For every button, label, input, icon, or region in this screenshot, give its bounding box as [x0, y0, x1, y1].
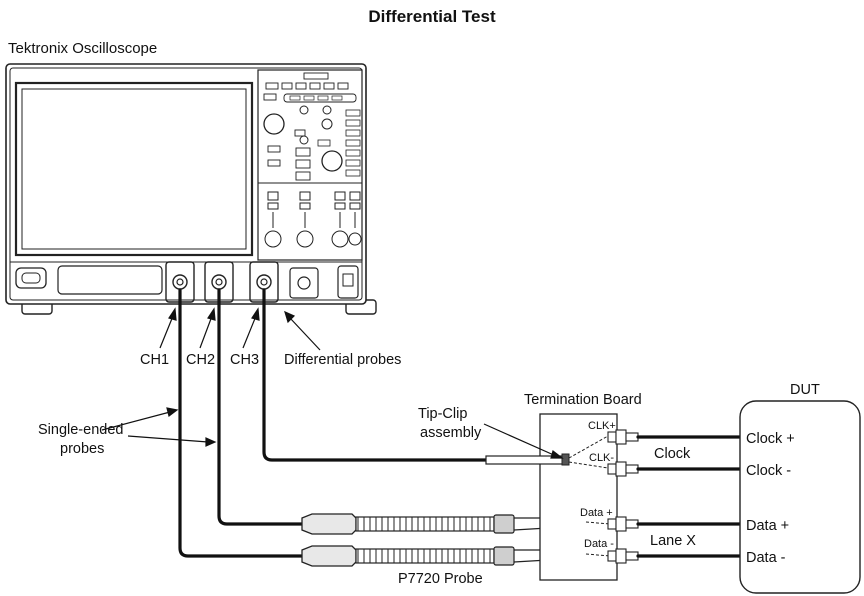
dut-box	[739, 400, 861, 594]
instrument-label: Tektronix Oscilloscope	[8, 40, 157, 57]
differential-probes-label: Differential probes	[284, 352, 401, 368]
clock-group-label: Clock	[654, 446, 691, 462]
probe-cables	[178, 288, 488, 558]
power-button	[15, 267, 47, 289]
diagram-title: Differential Test	[368, 7, 496, 26]
dut-label: DUT	[790, 382, 820, 398]
clk-minus-label: CLK-	[589, 452, 614, 464]
lane-label: Lane X	[650, 533, 696, 549]
sma-connectors	[607, 429, 639, 564]
data-minus-label: Data -	[584, 538, 614, 550]
p7720-probe-lower	[301, 545, 587, 567]
tip-clip-label-line2: assembly	[420, 425, 482, 441]
clk-plus-label: CLK+	[588, 420, 616, 432]
probe-label: P7720 Probe	[398, 571, 483, 587]
dut-pin-clock-plus: Clock +	[746, 431, 795, 447]
annotation-arrows	[101, 307, 564, 459]
termination-board-label: Termination Board	[524, 392, 642, 408]
ch2-label: CH2	[186, 352, 215, 368]
data-plus-label: Data +	[580, 507, 613, 519]
ch1-label: CH1	[140, 352, 169, 368]
single-ended-label-line1: Single-ended	[38, 422, 123, 438]
ch3-label: CH3	[230, 352, 259, 368]
oscilloscope-screen	[14, 81, 254, 257]
oscilloscope	[5, 63, 377, 315]
dut-pin-clock-minus: Clock -	[746, 463, 791, 479]
dut-pin-data-plus: Data +	[746, 518, 789, 534]
dut-cables	[636, 435, 742, 558]
dut-pin-data-minus: Data -	[746, 550, 786, 566]
tip-clip-assembly	[485, 435, 611, 557]
p7720-probe-upper	[301, 513, 587, 535]
termination-board	[539, 413, 618, 581]
single-ended-label-line2: probes	[60, 441, 104, 457]
tip-clip-label-line1: Tip-Clip	[418, 406, 467, 422]
